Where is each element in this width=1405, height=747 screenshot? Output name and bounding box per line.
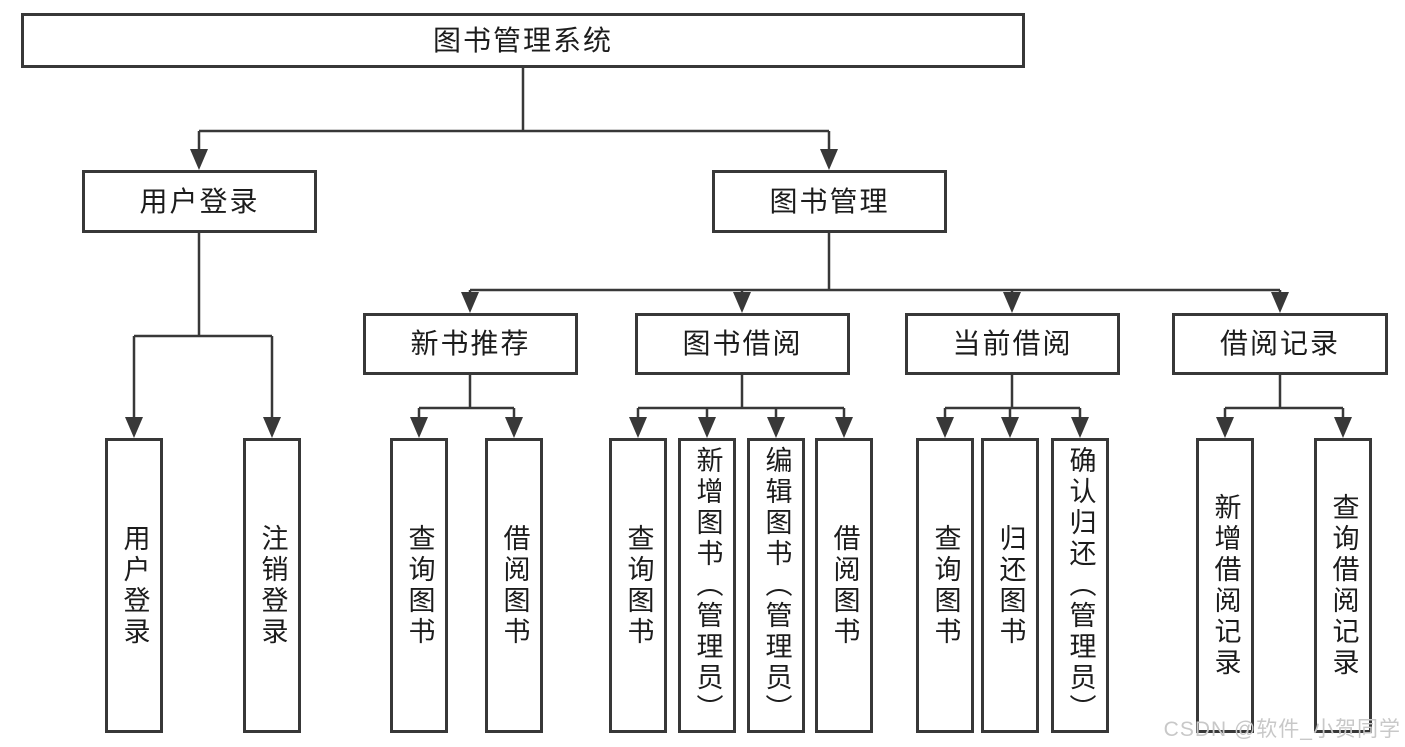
leaf-query-books-recommend: 查询图书	[390, 438, 448, 733]
leaf-confirm-return-admin: 确认归还（管理员）	[1051, 438, 1109, 733]
arrowhead	[263, 417, 281, 438]
node-library-management-system: 图书管理系统	[21, 13, 1025, 68]
arrowhead	[733, 292, 751, 313]
node-borrow-records: 借阅记录	[1172, 313, 1388, 375]
node-current-borrow: 当前借阅	[905, 313, 1120, 375]
arrowhead	[461, 292, 479, 313]
arrowhead	[1271, 292, 1289, 313]
leaf-query-borrow-record: 查询借阅记录	[1314, 438, 1372, 733]
arrowhead	[410, 417, 428, 438]
arrowhead	[1334, 417, 1352, 438]
arrowheads	[125, 149, 1352, 438]
leaf-logout: 注销登录	[243, 438, 301, 733]
leaf-borrow-books-recommend: 借阅图书	[485, 438, 543, 733]
leaf-add-borrow-record: 新增借阅记录	[1196, 438, 1254, 733]
arrowhead	[698, 417, 716, 438]
arrowhead	[767, 417, 785, 438]
node-new-book-recommend: 新书推荐	[363, 313, 578, 375]
leaf-user-login: 用户登录	[105, 438, 163, 733]
arrowhead	[1001, 417, 1019, 438]
arrowhead	[190, 149, 208, 170]
leaf-query-books-borrow: 查询图书	[609, 438, 667, 733]
connector-book-borrow-children	[636, 375, 846, 420]
leaf-return-books: 归还图书	[981, 438, 1039, 733]
arrowhead	[505, 417, 523, 438]
arrowhead	[1071, 417, 1089, 438]
arrowhead	[629, 417, 647, 438]
leaf-edit-books-admin: 编辑图书（管理员）	[747, 438, 805, 733]
arrowhead	[835, 417, 853, 438]
connector-current-borrow-children	[943, 375, 1082, 420]
leaf-borrow-books: 借阅图书	[815, 438, 873, 733]
arrowhead	[1003, 292, 1021, 313]
connector-root-to-level2	[197, 68, 831, 150]
leaf-query-books-current: 查询图书	[916, 438, 974, 733]
node-book-management: 图书管理	[712, 170, 947, 233]
arrowhead	[125, 417, 143, 438]
connector-borrow-records-children	[1223, 375, 1345, 420]
arrowhead	[936, 417, 954, 438]
node-user-login: 用户登录	[82, 170, 317, 233]
node-book-borrow: 图书借阅	[635, 313, 850, 375]
connector-new-book-children	[417, 375, 516, 420]
connector-book-management-children	[468, 233, 1282, 296]
leaf-add-books-admin: 新增图书（管理员）	[678, 438, 736, 733]
connector-user-login-children	[132, 232, 274, 420]
arrowhead	[820, 149, 838, 170]
arrowhead	[1216, 417, 1234, 438]
